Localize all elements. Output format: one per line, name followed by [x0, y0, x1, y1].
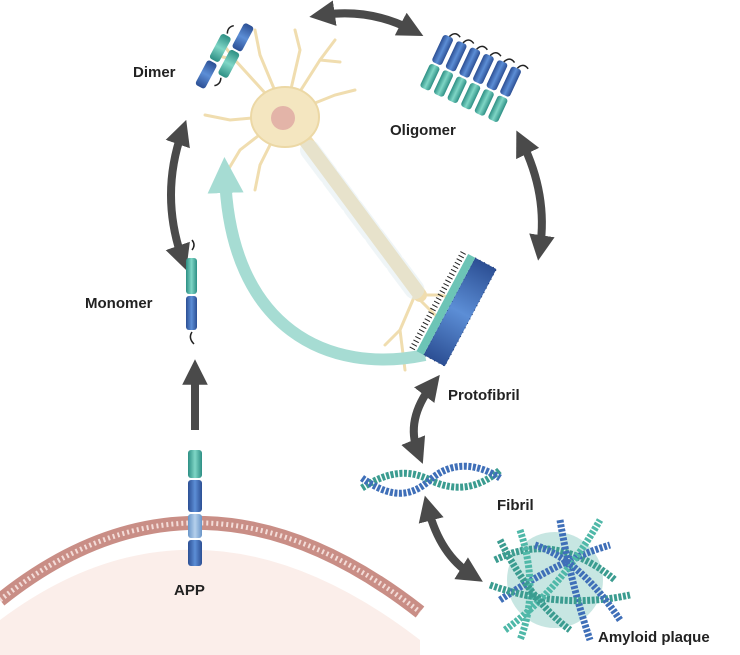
label-amyloid-plaque: Amyloid plaque — [598, 629, 710, 646]
fibril — [359, 462, 503, 497]
oligomer-peptides — [420, 32, 530, 126]
toxicity-arrow — [207, 157, 427, 366]
label-app: APP — [174, 582, 205, 599]
amyloid-plaque — [488, 518, 631, 642]
label-oligomer: Oligomer — [390, 122, 456, 139]
fibril-plaque-arrow — [418, 495, 483, 582]
protofibril-fibril-arrow — [401, 374, 440, 464]
label-fibril: Fibril — [497, 497, 534, 514]
monomer-dimer-arrow — [165, 119, 190, 271]
cell-membrane — [0, 515, 425, 655]
dimer-oligomer-arrow — [309, 0, 424, 36]
oligomer-protofibril-arrow — [516, 130, 555, 261]
monomer-peptide — [186, 239, 197, 345]
aggregation-arrows — [165, 0, 555, 582]
neuron — [203, 28, 462, 372]
label-dimer: Dimer — [133, 64, 176, 81]
label-protofibril: Protofibril — [448, 387, 520, 404]
app-protein — [188, 450, 202, 566]
dimer-peptides — [195, 23, 254, 89]
protofibril — [409, 250, 498, 367]
label-monomer: Monomer — [85, 295, 153, 312]
